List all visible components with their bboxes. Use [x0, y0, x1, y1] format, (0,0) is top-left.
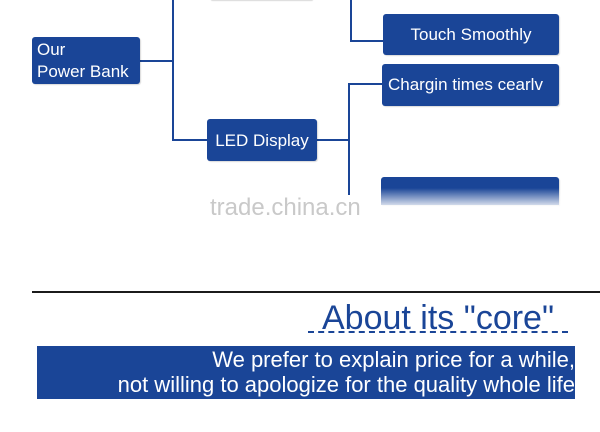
banner-line1: We prefer to explain price for a while, [212, 347, 575, 372]
node-charging-times: Chargin times cearlv [382, 64, 559, 106]
connector-to-led [172, 139, 208, 141]
banner-line2: not willing to apologize for the quality… [117, 372, 575, 397]
section-divider [32, 291, 600, 293]
fade-overlay [360, 188, 580, 218]
connector-top-vertical [350, 0, 352, 41]
about-title: About its "core" [322, 299, 555, 337]
node-power-bank-line2: Power Bank [37, 62, 129, 81]
connector-root-horizontal [140, 60, 173, 62]
node-led-display: LED Display [207, 119, 317, 161]
node-touch-smoothly: Touch Smoothly [383, 14, 559, 55]
connector-right-vertical [348, 83, 350, 195]
quality-banner: We prefer to explain price for a while, … [37, 346, 575, 399]
connector-led-out [317, 139, 349, 141]
node-power-bank-line1: Our [37, 40, 66, 59]
connector-root-vertical [172, 0, 174, 140]
watermark-text: trade.china.cn [210, 194, 361, 221]
node-power-bank: Our Power Bank [32, 37, 140, 84]
connector-to-touch [350, 40, 383, 42]
title-underline [308, 331, 568, 333]
connector-to-charging [348, 83, 382, 85]
